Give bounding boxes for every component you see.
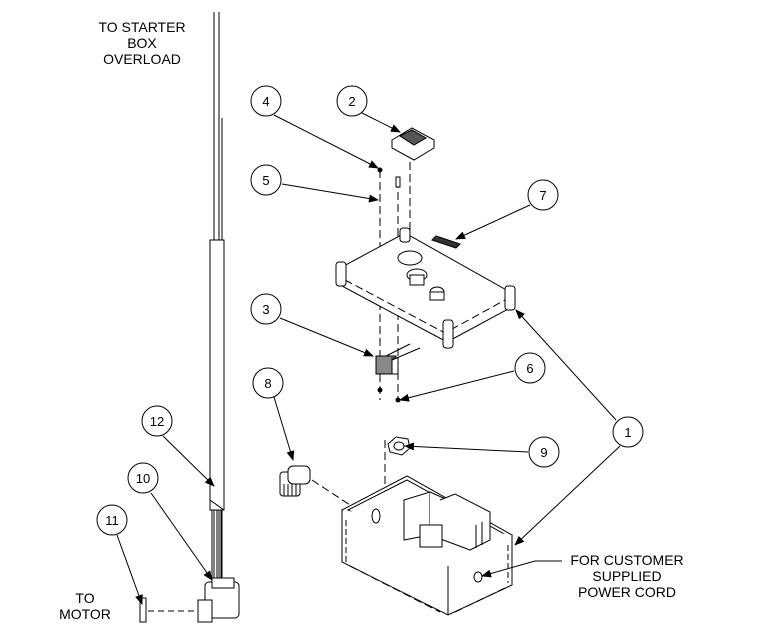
balloon-label: 2 — [348, 94, 355, 109]
cable-assembly — [209, 12, 225, 580]
balloon-label: 11 — [105, 513, 119, 528]
balloon-8: 8 — [252, 367, 284, 399]
balloon-label: 12 — [150, 414, 164, 429]
balloon-label: 3 — [262, 302, 269, 317]
balloon-label: 8 — [264, 376, 271, 391]
enclosure-lid — [335, 227, 516, 349]
note-to-motor: TO MOTOR — [52, 590, 118, 622]
balloon-5: 5 — [250, 164, 282, 196]
balloon-label: 7 — [539, 188, 546, 203]
balloon-11: 11 — [96, 504, 128, 536]
elbow-fitting — [197, 577, 240, 623]
balloon-label: 10 — [136, 471, 150, 486]
balloon-label: 4 — [262, 94, 269, 109]
balloon-label: 9 — [540, 445, 547, 460]
balloon-12: 12 — [141, 405, 173, 437]
note-line: TO — [75, 590, 95, 606]
note-to-starter-box: TO STARTER BOX OVERLOAD — [72, 19, 212, 67]
balloon-label: 5 — [262, 173, 269, 188]
enclosure-base — [340, 475, 514, 616]
note-line: OVERLOAD — [103, 51, 181, 67]
cord-grip-11 — [139, 597, 147, 623]
contact-block — [375, 343, 421, 375]
label-plate — [431, 235, 461, 249]
note-power-cord: FOR CUSTOMER SUPPLIED POWER CORD — [557, 552, 697, 600]
note-line: MOTOR — [59, 606, 111, 622]
balloon-1: 1 — [612, 416, 644, 448]
balloon-4: 4 — [250, 85, 282, 117]
balloon-6: 6 — [514, 352, 546, 384]
leader-lines — [116, 112, 621, 605]
balloon-2: 2 — [336, 85, 368, 117]
balloon-3: 3 — [250, 293, 282, 325]
balloon-label: 1 — [624, 425, 631, 440]
balloon-9: 9 — [528, 436, 560, 468]
balloon-7: 7 — [527, 179, 559, 211]
cord-fitting — [279, 465, 311, 497]
note-line: FOR CUSTOMER — [570, 552, 684, 568]
note-line: SUPPLIED — [592, 568, 662, 584]
note-line: TO STARTER — [98, 19, 186, 35]
balloon-10: 10 — [127, 462, 159, 494]
note-line: BOX — [127, 35, 157, 51]
pushbutton-part — [390, 127, 436, 161]
balloon-label: 6 — [526, 361, 533, 376]
note-line: POWER CORD — [578, 584, 676, 600]
